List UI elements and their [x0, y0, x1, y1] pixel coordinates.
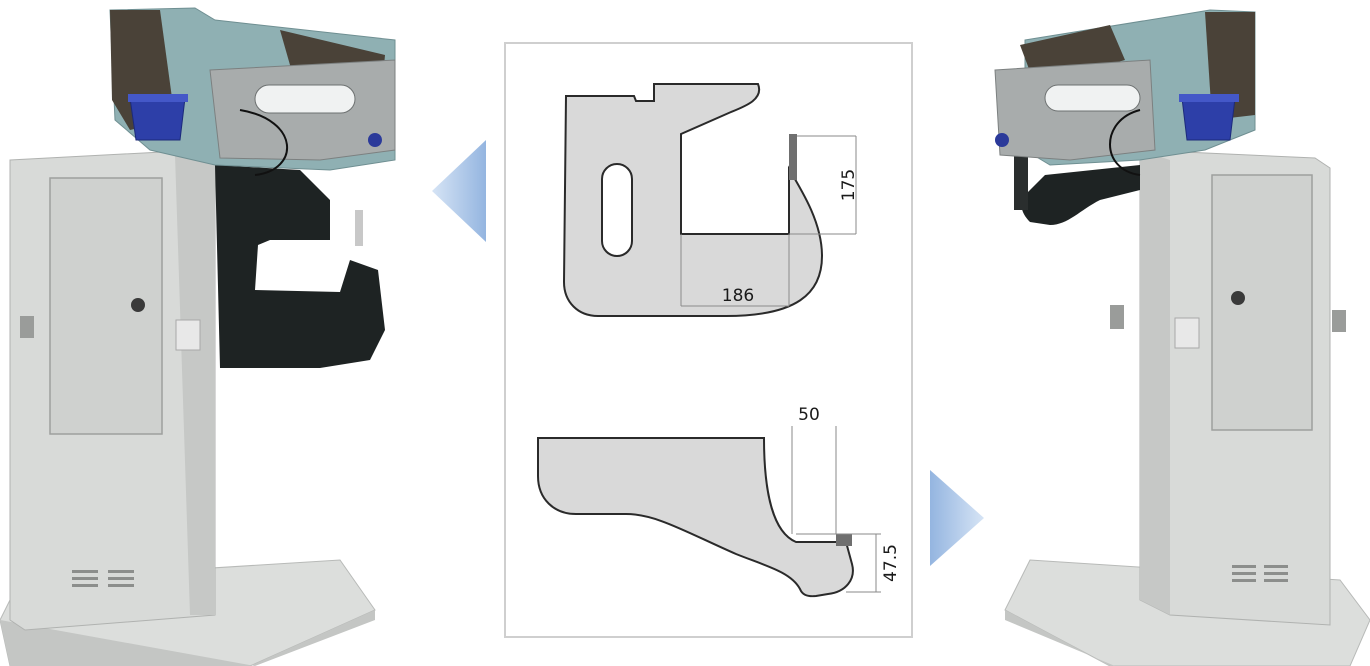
- upper-depth-label: 186: [722, 286, 754, 306]
- lower-height-label: 47.5: [881, 544, 901, 582]
- dimension-diagram-panel: 175 186 50 47.5: [504, 42, 913, 638]
- upper-height-label: 175: [839, 169, 859, 201]
- machine-photo-left: [0, 0, 420, 666]
- machine-door: [1211, 174, 1313, 431]
- lower-tool-pin: [836, 534, 852, 546]
- lower-width-label: 50: [798, 405, 820, 425]
- upper-tool-pin: [789, 134, 797, 180]
- lower-arm-shape: [537, 437, 854, 598]
- parts-bin: [129, 97, 186, 141]
- machine-arm: [215, 165, 385, 368]
- arrow-right-icon: [930, 470, 984, 566]
- machine-door: [49, 177, 163, 435]
- upper-arm-profile: 175 186: [562, 83, 859, 317]
- door-knob: [131, 298, 145, 312]
- machine-arm: [1021, 165, 1140, 225]
- upper-arm-shape: [562, 83, 824, 317]
- lower-arm-profile: 50 47.5: [537, 405, 901, 598]
- slot-hole: [601, 163, 633, 257]
- arrow-left-icon: [432, 140, 486, 242]
- vents: [72, 570, 134, 587]
- vents: [1232, 565, 1288, 582]
- parts-bin: [1181, 97, 1236, 141]
- door-knob: [1231, 291, 1245, 305]
- machine-photo-right: [950, 0, 1370, 666]
